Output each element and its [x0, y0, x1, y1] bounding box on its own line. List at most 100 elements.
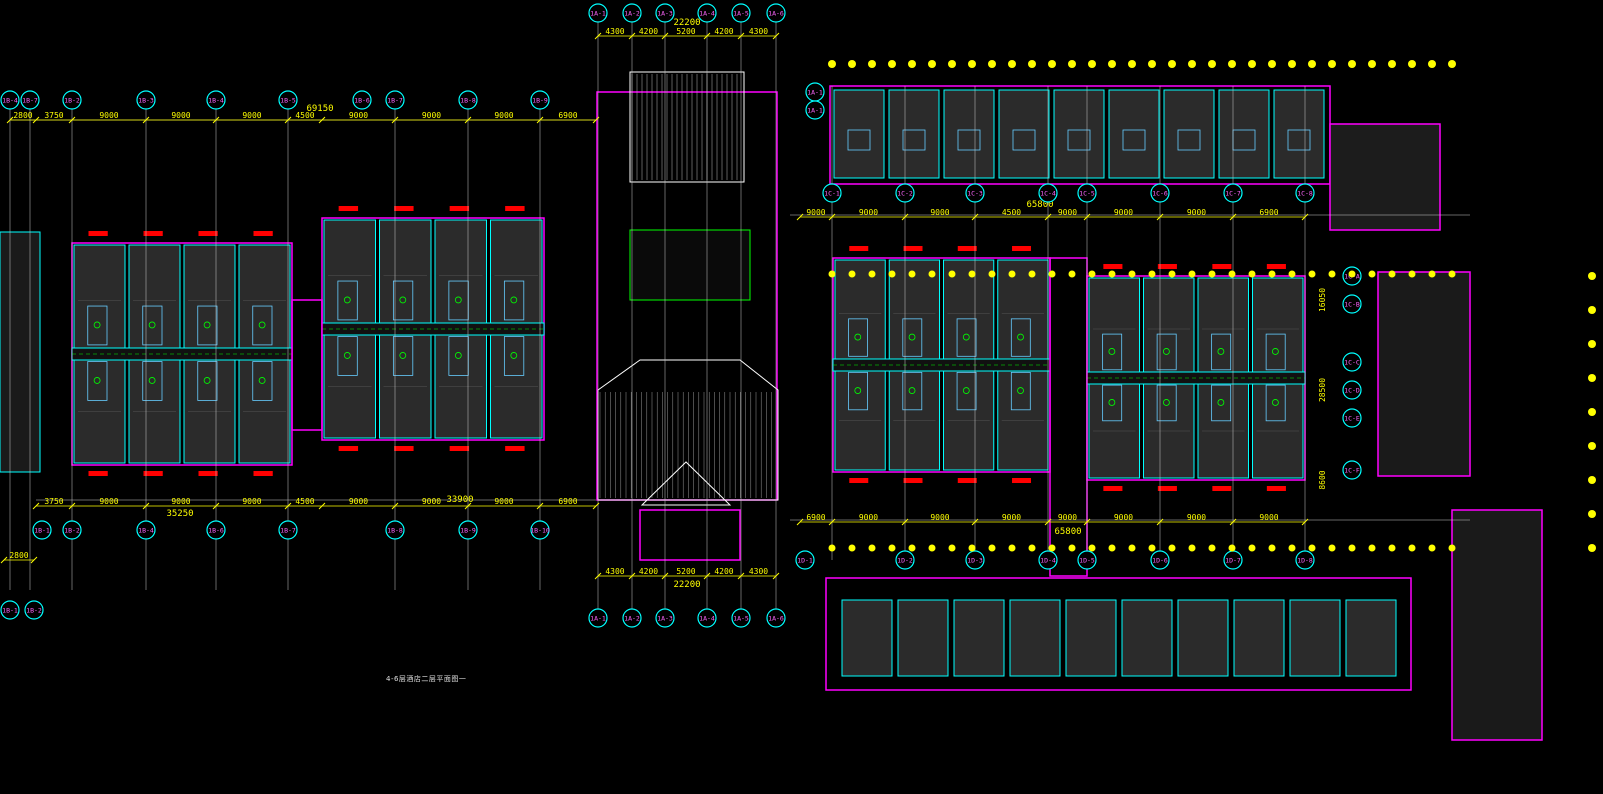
axis-bubble-circle: [1342, 294, 1362, 314]
left-wing-block-b: [321, 206, 545, 451]
axis-bubble-label: 1B-9: [532, 97, 548, 105]
dimension-tick: [284, 116, 292, 124]
axis-bubble: 1B-4: [0, 90, 20, 110]
dimension-tick: [0, 556, 8, 564]
dimension-tick: [464, 116, 472, 124]
axis-bubble-circle: [655, 608, 675, 628]
fixture-mark: [1108, 399, 1116, 406]
level-marker: [968, 544, 976, 552]
level-marker: [888, 544, 896, 552]
bathroom: [252, 361, 273, 401]
dimension-label: 9000: [422, 111, 441, 120]
axis-bubble-circle: [62, 90, 82, 110]
dimension-tick: [68, 502, 76, 510]
dimension-tick: [32, 502, 40, 510]
axis-bubble-circle: [136, 90, 156, 110]
level-marker: [1268, 544, 1276, 552]
lower-room: [841, 599, 893, 677]
lower-room: [1121, 599, 1173, 677]
axis-bubble-circle: [206, 520, 226, 540]
dimension-label: 4500: [295, 111, 314, 120]
axis-bubble-circle: [731, 608, 751, 628]
fixture-mark: [343, 352, 351, 359]
axis-bubble: 1B-9: [530, 90, 550, 110]
dimension-label: 9000: [1114, 513, 1133, 522]
center-lobby: [596, 71, 779, 561]
window-tag: [394, 206, 414, 211]
axis-bubble-label: 1D-6: [1152, 557, 1168, 565]
level-marker: [1368, 544, 1376, 552]
axis-bubble-circle: [1342, 380, 1362, 400]
dimension-tick: [628, 572, 636, 580]
level-marker: [828, 544, 836, 552]
level-marker: [1028, 270, 1036, 278]
window-tag: [1103, 486, 1123, 491]
dimension-tick: [592, 502, 600, 510]
corner-unit-lower: [1451, 509, 1543, 741]
dimension-tick: [142, 116, 150, 124]
window-tag: [143, 231, 163, 236]
fixture-mark: [343, 296, 351, 304]
dimension-tick: [901, 213, 909, 221]
fixture-mark: [908, 387, 916, 394]
lower-room: [1345, 599, 1397, 677]
axis-bubble: 1C-E: [1342, 408, 1362, 428]
dimension-tick: [737, 32, 745, 40]
guest-room: [1252, 277, 1304, 377]
dimension-label: 9000: [806, 208, 825, 217]
dimension-tick: [828, 213, 836, 221]
axis-bubble-circle: [1223, 183, 1243, 203]
window-tag: [1212, 264, 1232, 269]
dimension-label: 28500: [1318, 378, 1327, 402]
axis-bubble-label: 1D-1: [797, 557, 813, 565]
level-marker: [828, 60, 836, 68]
axis-bubble: 1A-1: [588, 3, 608, 23]
axis-bubble-label: 1D-7: [1225, 557, 1241, 565]
level-marker: [1588, 374, 1596, 382]
dimension-tick: [594, 572, 602, 580]
axis-bubble-circle: [0, 90, 20, 110]
level-marker: [1308, 60, 1316, 68]
level-marker: [1108, 60, 1116, 68]
dimension-tick: [68, 116, 76, 124]
level-marker: [1028, 544, 1036, 552]
axis-bubble-circle: [822, 183, 842, 203]
level-marker: [1208, 270, 1216, 278]
axis-bubble: 1C-B: [1342, 294, 1362, 314]
axis-bubble: 1B-7: [20, 90, 40, 110]
guest-room: [379, 219, 432, 328]
dimension-total: 65800: [1054, 527, 1081, 537]
dimension-tick: [30, 556, 38, 564]
level-marker: [908, 270, 916, 278]
axis-bubble-circle: [385, 520, 405, 540]
level-marker: [848, 270, 856, 278]
dimension-label: 4300: [605, 567, 624, 576]
fixture-mark: [1217, 399, 1225, 406]
window-tag: [1212, 486, 1232, 491]
axis-bubble-label: 1C-3: [967, 190, 983, 198]
dim-left-foot: 2800: [0, 551, 38, 564]
level-marker: [1108, 270, 1116, 278]
dimension-tick: [594, 32, 602, 40]
guest-room: [1088, 379, 1140, 479]
bathroom: [1156, 384, 1177, 422]
axis-bubble: 1B-7: [278, 520, 298, 540]
window-tag: [849, 478, 869, 483]
axis-bubble-label: 1D-2: [897, 557, 913, 565]
axis-bubble-label: 1D-3: [967, 557, 983, 565]
axis-bubble-label: 1B-4: [2, 97, 18, 105]
level-marker: [1108, 544, 1116, 552]
left-wing-link: [291, 299, 323, 431]
dimension-label: 4200: [639, 27, 658, 36]
guest-room: [323, 219, 376, 328]
guest-room: [434, 219, 487, 328]
fixture-mark: [93, 321, 101, 329]
level-marker: [1228, 270, 1236, 278]
level-marker: [1068, 60, 1076, 68]
axis-bubble-circle: [0, 600, 20, 620]
level-marker: [888, 270, 896, 278]
dimension-label: 9000: [1002, 513, 1021, 522]
